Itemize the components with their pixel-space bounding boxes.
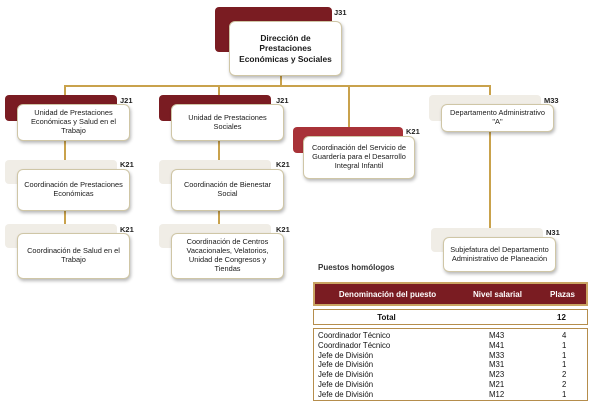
cell-denominacion: Coordinador Técnico: [318, 340, 391, 350]
table-row: Jefe de División M31 1: [314, 360, 587, 370]
connector-line: [489, 85, 491, 95]
node-code: K21: [406, 127, 420, 136]
connector-line: [348, 85, 350, 127]
cell-nivel: M12: [489, 389, 505, 399]
connector-line: [64, 85, 490, 87]
node-code: J31: [334, 8, 347, 17]
connector-line: [280, 76, 282, 86]
cell-plazas: 1: [562, 389, 567, 399]
node-code: K21: [276, 160, 290, 169]
connector-line: [64, 210, 66, 230]
cell-plazas: 1: [562, 350, 567, 360]
cell-nivel: M31: [489, 360, 505, 370]
org-node-coord-economicas[interactable]: Coordinación de Prestaciones Económicas: [17, 169, 130, 211]
cell-nivel: M21: [489, 379, 505, 389]
table-row: Coordinador Técnico M43 4: [314, 331, 587, 341]
connector-line: [64, 85, 66, 95]
org-node-subjefatura[interactable]: Subjefatura del Departamento Administrat…: [443, 237, 556, 272]
cell-nivel: M43: [489, 331, 505, 340]
connector-line: [218, 85, 220, 95]
cell-plazas: 2: [562, 370, 567, 380]
header-denominacion: Denominación del puesto: [338, 289, 437, 299]
cell-denominacion: Coordinador Técnico: [318, 331, 391, 340]
puestos-total-row: Total 12: [313, 309, 588, 325]
node-code: J21: [276, 96, 289, 105]
org-node-coord-centros[interactable]: Coordinación de Centros Vacacionales, Ve…: [171, 233, 284, 279]
cell-plazas: 4: [562, 331, 567, 340]
org-node-coord-guarderia[interactable]: Coordinación del Servicio de Guardería p…: [303, 136, 415, 179]
table-row: Jefe de División M21 2: [314, 380, 587, 390]
node-code: M33: [544, 96, 559, 105]
cell-nivel: M23: [489, 370, 505, 380]
org-node-unidad-sociales[interactable]: Unidad de Prestaciones Sociales: [171, 104, 284, 141]
table-row: Jefe de División M23 2: [314, 370, 587, 380]
table-row: Jefe de División M12 1: [314, 390, 587, 400]
cell-denominacion: Jefe de División: [318, 379, 374, 389]
puestos-table-body: Coordinador Técnico M43 4 Coordinador Té…: [313, 328, 588, 401]
table-row: Jefe de División M33 1: [314, 351, 587, 361]
connector-line: [489, 130, 491, 230]
cell-denominacion: Jefe de División: [318, 370, 374, 380]
org-node-unidad-salud[interactable]: Unidad de Prestaciones Económicas y Salu…: [17, 104, 130, 141]
cell-plazas: 1: [562, 360, 567, 370]
cell-denominacion: Jefe de División: [318, 389, 374, 399]
org-node-coord-bienestar[interactable]: Coordinación de Bienestar Social: [171, 169, 284, 211]
cell-nivel: M33: [489, 350, 505, 360]
node-code: K21: [120, 225, 134, 234]
node-code: J21: [120, 96, 133, 105]
cell-nivel: M41: [489, 340, 505, 350]
node-code: K21: [276, 225, 290, 234]
table-row: Coordinador Técnico M41 1: [314, 341, 587, 351]
node-code: K21: [120, 160, 134, 169]
puestos-title: Puestos homólogos: [318, 263, 395, 272]
org-node-direccion[interactable]: Dirección de Prestaciones Económicas y S…: [229, 21, 342, 76]
cell-plazas: 2: [562, 379, 567, 389]
total-value: 12: [557, 312, 566, 322]
connector-line: [218, 140, 220, 160]
cell-denominacion: Jefe de División: [318, 360, 374, 370]
connector-line: [64, 140, 66, 160]
header-nivel: Nivel salarial: [473, 289, 522, 299]
cell-denominacion: Jefe de División: [318, 350, 374, 360]
cell-plazas: 1: [562, 340, 567, 350]
header-plazas: Plazas: [550, 289, 575, 299]
puestos-table-header: Denominación del puesto Nivel salarial P…: [313, 282, 588, 306]
node-code: N31: [546, 228, 560, 237]
connector-line: [218, 210, 220, 230]
total-label: Total: [377, 312, 396, 322]
org-node-coord-salud[interactable]: Coordinación de Salud en el Trabajo: [17, 233, 130, 279]
org-node-depto-admin[interactable]: Departamento Administrativo "A": [441, 104, 554, 132]
